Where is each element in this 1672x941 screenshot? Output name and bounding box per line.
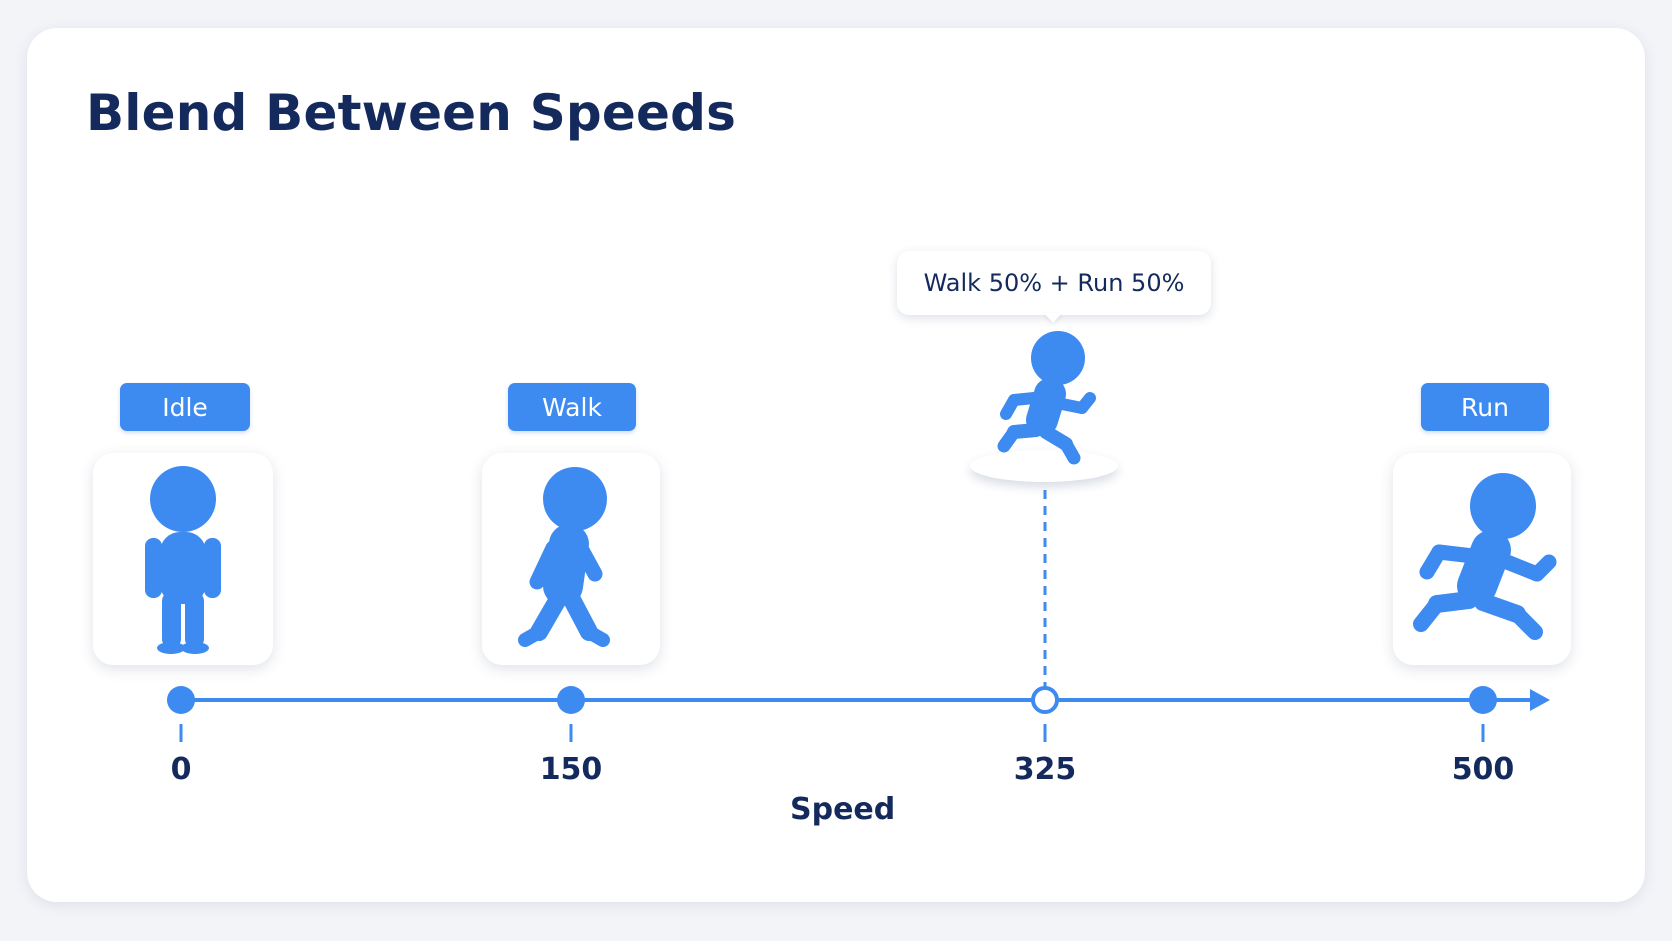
- axis-arrowhead: [1530, 689, 1550, 711]
- tick-label-500: 500: [1451, 752, 1515, 787]
- blend-pedestal: [970, 450, 1118, 482]
- running-figure-icon: [1413, 473, 1557, 640]
- blend-tooltip: Walk 50% + Run 50%: [897, 251, 1211, 315]
- state-label-idle: Idle: [120, 383, 250, 431]
- axis-title: Speed: [790, 792, 896, 827]
- state-label-walk: Walk: [508, 383, 636, 431]
- page-title: Blend Between Speeds: [86, 84, 737, 142]
- state-point-idle: [167, 686, 195, 714]
- walking-figure-icon: [518, 467, 610, 647]
- idle-figure-icon: [145, 466, 221, 654]
- tooltip-pointer: [1044, 313, 1062, 323]
- diagram-card: [27, 28, 1645, 902]
- pose-card-idle: [93, 453, 273, 665]
- tick-label-150: 150: [539, 752, 603, 787]
- jogging-figure-icon: [997, 331, 1096, 465]
- blend-point: [1031, 686, 1059, 714]
- state-label-run: Run: [1421, 383, 1549, 431]
- state-point-run: [1469, 686, 1497, 714]
- tick-label-0: 0: [170, 752, 192, 787]
- pose-card-run: [1393, 453, 1571, 665]
- state-point-walk: [557, 686, 585, 714]
- tick-label-325: 325: [1013, 752, 1077, 787]
- pose-card-walk: [482, 453, 660, 665]
